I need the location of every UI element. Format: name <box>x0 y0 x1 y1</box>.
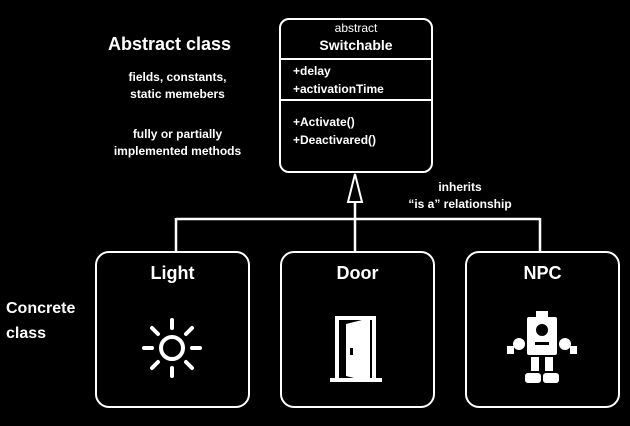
robot-icon <box>507 311 577 383</box>
note-methods-line-2: implemented methods <box>113 144 242 158</box>
concrete-label-line-2: class <box>6 325 47 342</box>
note-fields-line-2: static memebers <box>130 87 225 101</box>
note-fields-line-1: fields, constants, <box>128 70 227 84</box>
field-item: +delay <box>293 64 331 78</box>
note-methods: fully or partially implemented methods <box>100 126 255 160</box>
open-door-icon <box>330 316 382 382</box>
abstract-class-heading: Abstract class <box>108 34 232 54</box>
concrete-class-label: Concrete class <box>6 296 75 346</box>
concrete-class-light: Light <box>95 251 250 408</box>
inherits-label-line-2: “is a” relationship <box>408 197 512 211</box>
concrete-class-npc: NPC <box>465 251 620 408</box>
method-item: +Activate() <box>293 115 355 129</box>
light-class-name: Light <box>150 263 195 283</box>
inherits-label: inherits “is a” relationship <box>400 179 520 213</box>
inherits-label-line-1: inherits <box>438 180 482 194</box>
method-item: +Deactivared() <box>293 133 377 147</box>
inheritance-arrowhead <box>346 173 364 203</box>
door-class-name: Door <box>336 263 379 283</box>
concrete-label-line-1: Concrete <box>6 300 76 317</box>
field-item: +activationTime <box>293 82 384 96</box>
note-fields: fields, constants, static memebers <box>110 69 245 103</box>
class-divider <box>281 58 431 60</box>
note-methods-line-1: fully or partially <box>132 127 223 141</box>
abstract-class-box: abstract Switchable +delay +activationTi… <box>279 18 433 173</box>
abstract-class-name: Switchable <box>319 37 393 53</box>
concrete-class-door: Door <box>280 251 435 408</box>
sun-icon <box>142 318 202 378</box>
class-divider <box>281 99 431 101</box>
stereotype-label: abstract <box>334 21 378 35</box>
npc-class-name: NPC <box>523 263 562 283</box>
